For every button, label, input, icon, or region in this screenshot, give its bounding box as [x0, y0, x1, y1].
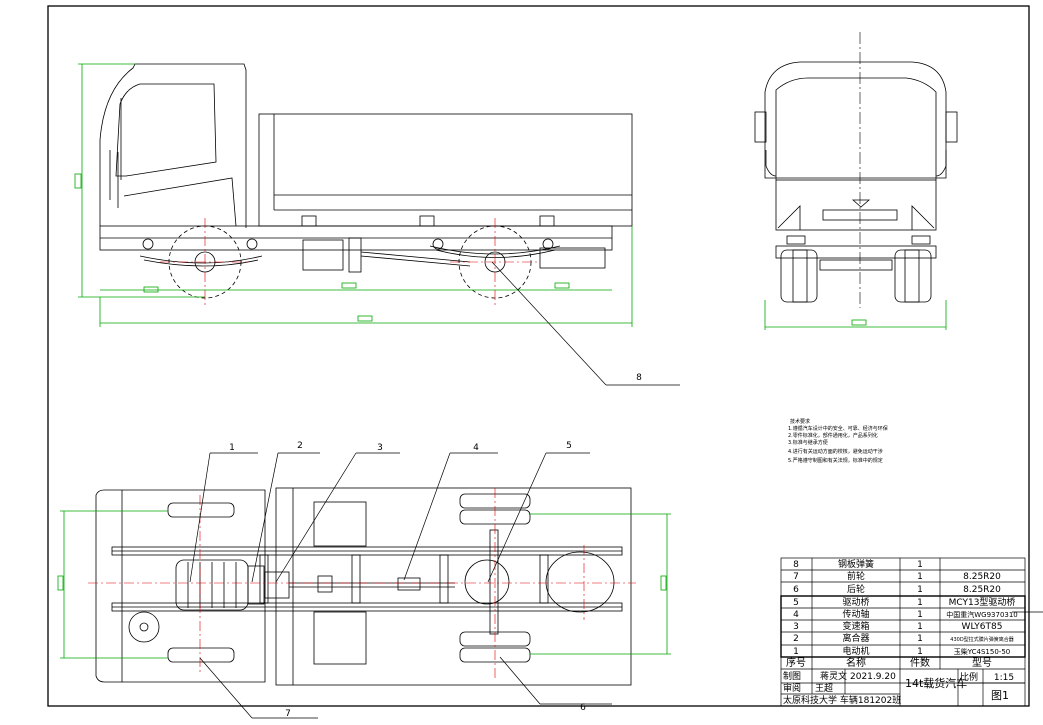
row-no: 3: [793, 622, 799, 632]
scale-label: 比例: [960, 671, 978, 683]
balloon-2: 2: [297, 441, 303, 451]
row-name: 驱动桥: [842, 596, 869, 608]
row-name: 前轮: [847, 570, 865, 582]
row-model: MCY13型驱动桥: [949, 596, 1016, 608]
row-name: 钢板弹簧: [838, 558, 874, 570]
parts-rows: 8 钢板弹簧 1 7 前轮 1 8.25R20 6 后轮 1 8.25R20 5…: [786, 558, 1018, 669]
top-center-lines: [88, 488, 636, 680]
side-dimensions: [74, 63, 633, 327]
row-name: 变速箱: [842, 620, 869, 632]
row-model: 中国重汽WG9370310: [946, 610, 1018, 619]
row-no: 6: [793, 585, 799, 595]
balloon-7: 7: [285, 709, 291, 719]
parts-row: 8 钢板弹簧 1: [793, 558, 923, 570]
checked-by: 王超: [815, 682, 833, 694]
row-qty: 1: [917, 572, 923, 582]
tech-req-line: 3.标准与继承方便: [788, 439, 828, 446]
balloon-labels: 1 2 3 4 5 6 7 8: [229, 373, 642, 719]
front-view: [754, 61, 958, 303]
row-no: 2: [793, 634, 799, 644]
row-qty: 1: [917, 560, 923, 570]
row-name: 电动机: [842, 645, 869, 657]
leader-lines: [189, 261, 680, 719]
balloon-8: 8: [636, 373, 642, 383]
row-model: 玉柴YC4S150-50: [954, 647, 1010, 656]
side-center-lines: [160, 218, 540, 305]
school: 太原科技大学 车辆181202班: [783, 694, 901, 706]
row-model: WLY6T85: [962, 622, 1003, 632]
tech-requirements: 技术要求 1.遵循汽车设计中的安全、可靠、经济与环保 2.零件标准化，部件通用化…: [788, 418, 888, 464]
row-no: 1: [793, 647, 799, 657]
row-name: 后轮: [847, 583, 865, 595]
parts-row: 1 电动机 1 玉柴YC4S150-50: [793, 645, 1010, 657]
top-view: [95, 487, 632, 686]
scale-value: 1:15: [994, 673, 1014, 683]
drawn-label: 制图: [783, 670, 801, 682]
tech-req-line: 1.遵循汽车设计中的安全、可靠、经济与环保: [788, 425, 888, 432]
row-model: 8.25R20: [963, 572, 1001, 582]
checked-label: 审阅: [783, 682, 801, 694]
tech-req-line: 4.进行有关运动方面的校核，避免运动干涉: [788, 448, 883, 455]
header-name: 名称: [846, 656, 866, 669]
balloon-1: 1: [229, 443, 235, 453]
row-no: 4: [793, 610, 799, 620]
header-model: 型号: [972, 656, 992, 669]
drawn-by: 蒋灵文: [820, 670, 847, 682]
balloon-5: 5: [566, 441, 572, 451]
tech-req-title: 技术要求: [790, 418, 810, 425]
row-qty: 1: [917, 610, 923, 620]
row-no: 7: [793, 572, 799, 582]
row-qty: 1: [917, 622, 923, 632]
row-qty: 1: [917, 585, 923, 595]
parts-row: 2 离合器 1 430D型拉式膜片弹簧离合器: [793, 632, 1014, 644]
row-name: 传动轴: [842, 608, 869, 620]
parts-table: [780, 557, 1026, 707]
parts-row: 3 变速箱 1 WLY6T85: [793, 620, 1002, 632]
sheet-number: 图1: [991, 689, 1009, 702]
balloon-4: 4: [473, 443, 479, 453]
header-qty: 件数: [910, 656, 930, 669]
tech-req-line: 2.零件标准化，部件通用化，产品系列化: [788, 432, 878, 439]
date: 2021.9.20: [850, 672, 896, 682]
row-no: 5: [793, 598, 799, 608]
title-block: 制图 蒋灵文 2021.9.20 审阅 王超 14t载货汽车 比例 1:15 太…: [783, 670, 1014, 706]
tech-req-line: 5.严格遵守制图和有关法规，标准中的规定: [788, 457, 883, 464]
side-view: [99, 63, 633, 299]
row-model: 430D型拉式膜片弹簧离合器: [950, 636, 1013, 643]
balloon-3: 3: [377, 443, 383, 453]
parts-row: 7 前轮 1 8.25R20: [793, 570, 1001, 582]
row-qty: 1: [917, 598, 923, 608]
row-qty: 1: [917, 634, 923, 644]
header-no: 序号: [786, 656, 806, 669]
project-title: 14t载货汽车: [905, 676, 967, 690]
parts-row: 4 传动轴 1 中国重汽WG9370310: [793, 608, 1018, 620]
row-name: 离合器: [842, 632, 869, 644]
row-no: 8: [793, 560, 799, 570]
row-model: 8.25R20: [963, 585, 1001, 595]
top-dimensions: [57, 510, 671, 659]
table-header-row: 序号 名称 件数 型号: [786, 656, 992, 669]
row-qty: 1: [917, 647, 923, 657]
front-dimensions: [764, 300, 947, 330]
balloon-6: 6: [580, 703, 586, 713]
parts-row: 6 后轮 1 8.25R20: [793, 583, 1001, 595]
sheet-border: [47, 5, 1030, 707]
parts-row: 5 驱动桥 1 MCY13型驱动桥: [793, 596, 1015, 608]
